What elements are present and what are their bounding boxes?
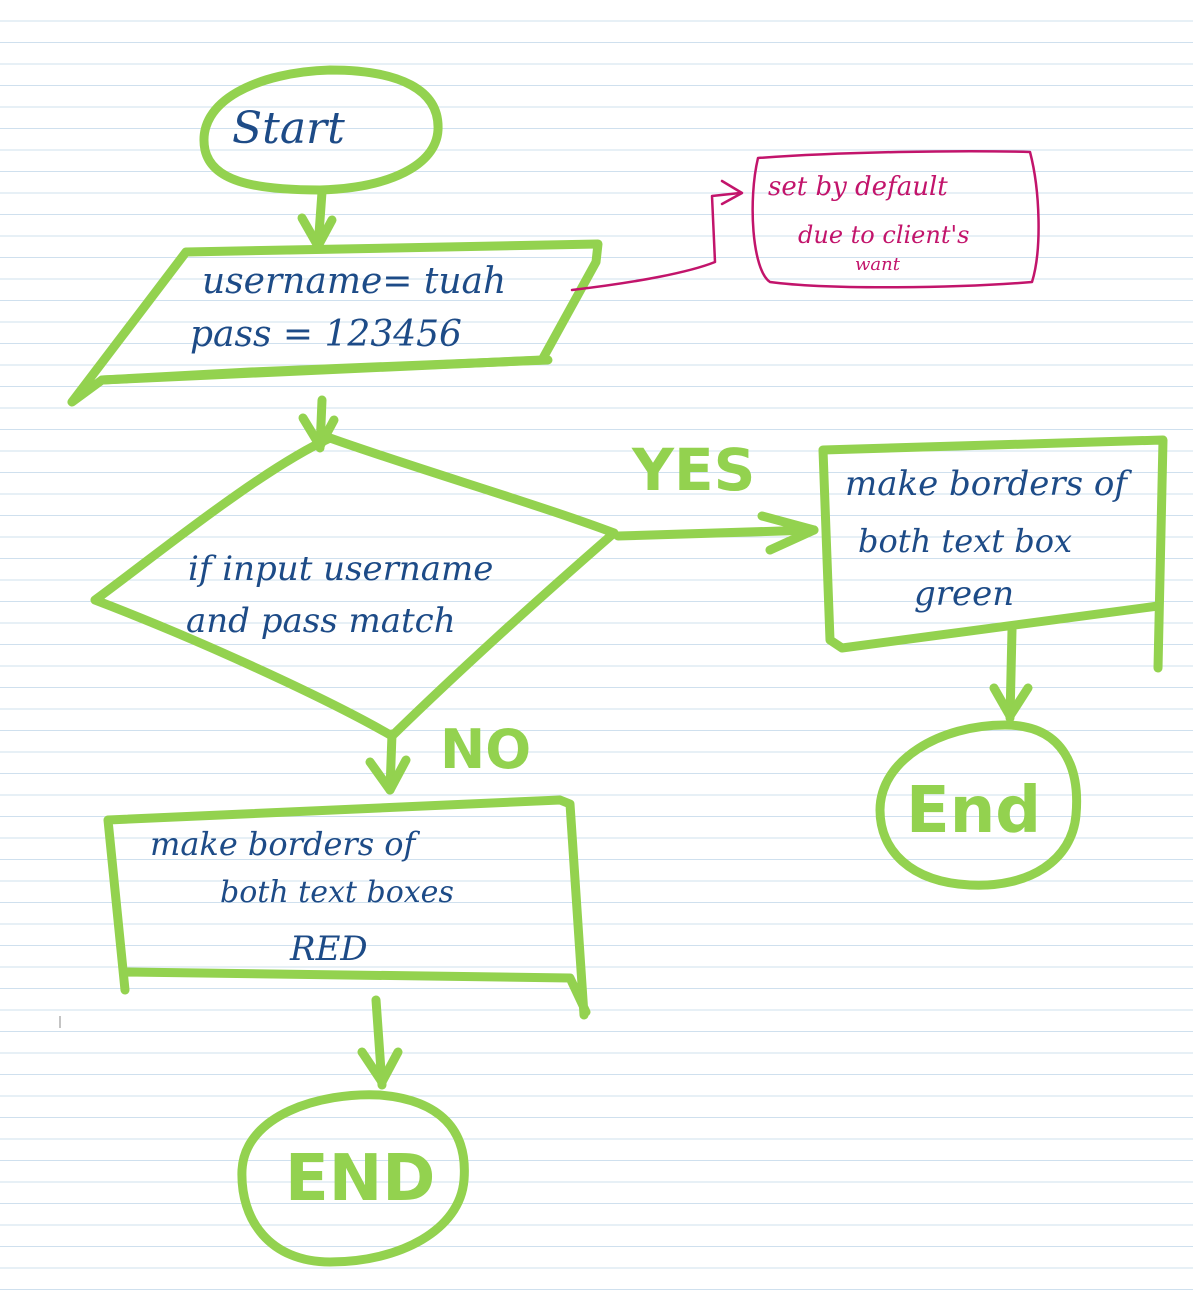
end-no-oval xyxy=(237,1090,469,1267)
yes-process-box: make borders of both text box green xyxy=(818,435,1168,673)
end-no-terminator: END xyxy=(237,1090,469,1267)
end-yes-oval xyxy=(875,720,1082,890)
decision-line-1: if input username xyxy=(188,549,493,589)
start-label: Start xyxy=(232,103,345,154)
annotation-callout: set by default due to client's want xyxy=(570,150,1040,292)
arrow-no-to-end xyxy=(357,995,403,1090)
annotation-connector xyxy=(570,191,742,292)
start-oval xyxy=(199,65,443,195)
input-username-text: username= tuah xyxy=(202,261,506,302)
arrow-start-to-input xyxy=(297,187,337,253)
end-no-label: END xyxy=(285,1142,435,1216)
annotation-line-2: due to client's xyxy=(798,221,969,249)
yes-process-line-2: both text box xyxy=(858,522,1072,560)
no-process-line-1: make borders of xyxy=(150,825,421,863)
no-process-line-3: RED xyxy=(289,929,368,969)
decision-line-2: and pass match xyxy=(186,601,456,641)
no-process-shape xyxy=(103,795,591,1020)
annotation-line-1: set by default xyxy=(768,172,948,202)
start-terminator: Start xyxy=(199,65,443,195)
arrow-yes-to-end xyxy=(989,625,1033,723)
yes-branch: YES xyxy=(613,436,819,555)
input-password-text: pass = 123456 xyxy=(190,314,462,355)
yes-arrow xyxy=(613,525,819,541)
end-yes-label: End xyxy=(906,774,1041,848)
no-label: NO xyxy=(440,718,531,781)
no-branch: NO xyxy=(365,718,531,795)
end-yes-terminator: End xyxy=(875,720,1082,890)
annotation-line-3: want xyxy=(855,254,901,275)
yes-label: YES xyxy=(631,436,755,504)
yes-process-line-1: make borders of xyxy=(845,464,1132,504)
input-parallelogram: username= tuah pass = 123456 xyxy=(67,239,603,407)
no-process-line-2: both text boxes xyxy=(220,875,454,910)
no-process-box: make borders of both text boxes RED xyxy=(103,795,591,1020)
yes-process-line-3: green xyxy=(914,574,1014,614)
yes-process-shape xyxy=(818,435,1168,673)
annotation-box xyxy=(751,150,1040,289)
decision-diamond: if input username and pass match xyxy=(90,433,619,741)
